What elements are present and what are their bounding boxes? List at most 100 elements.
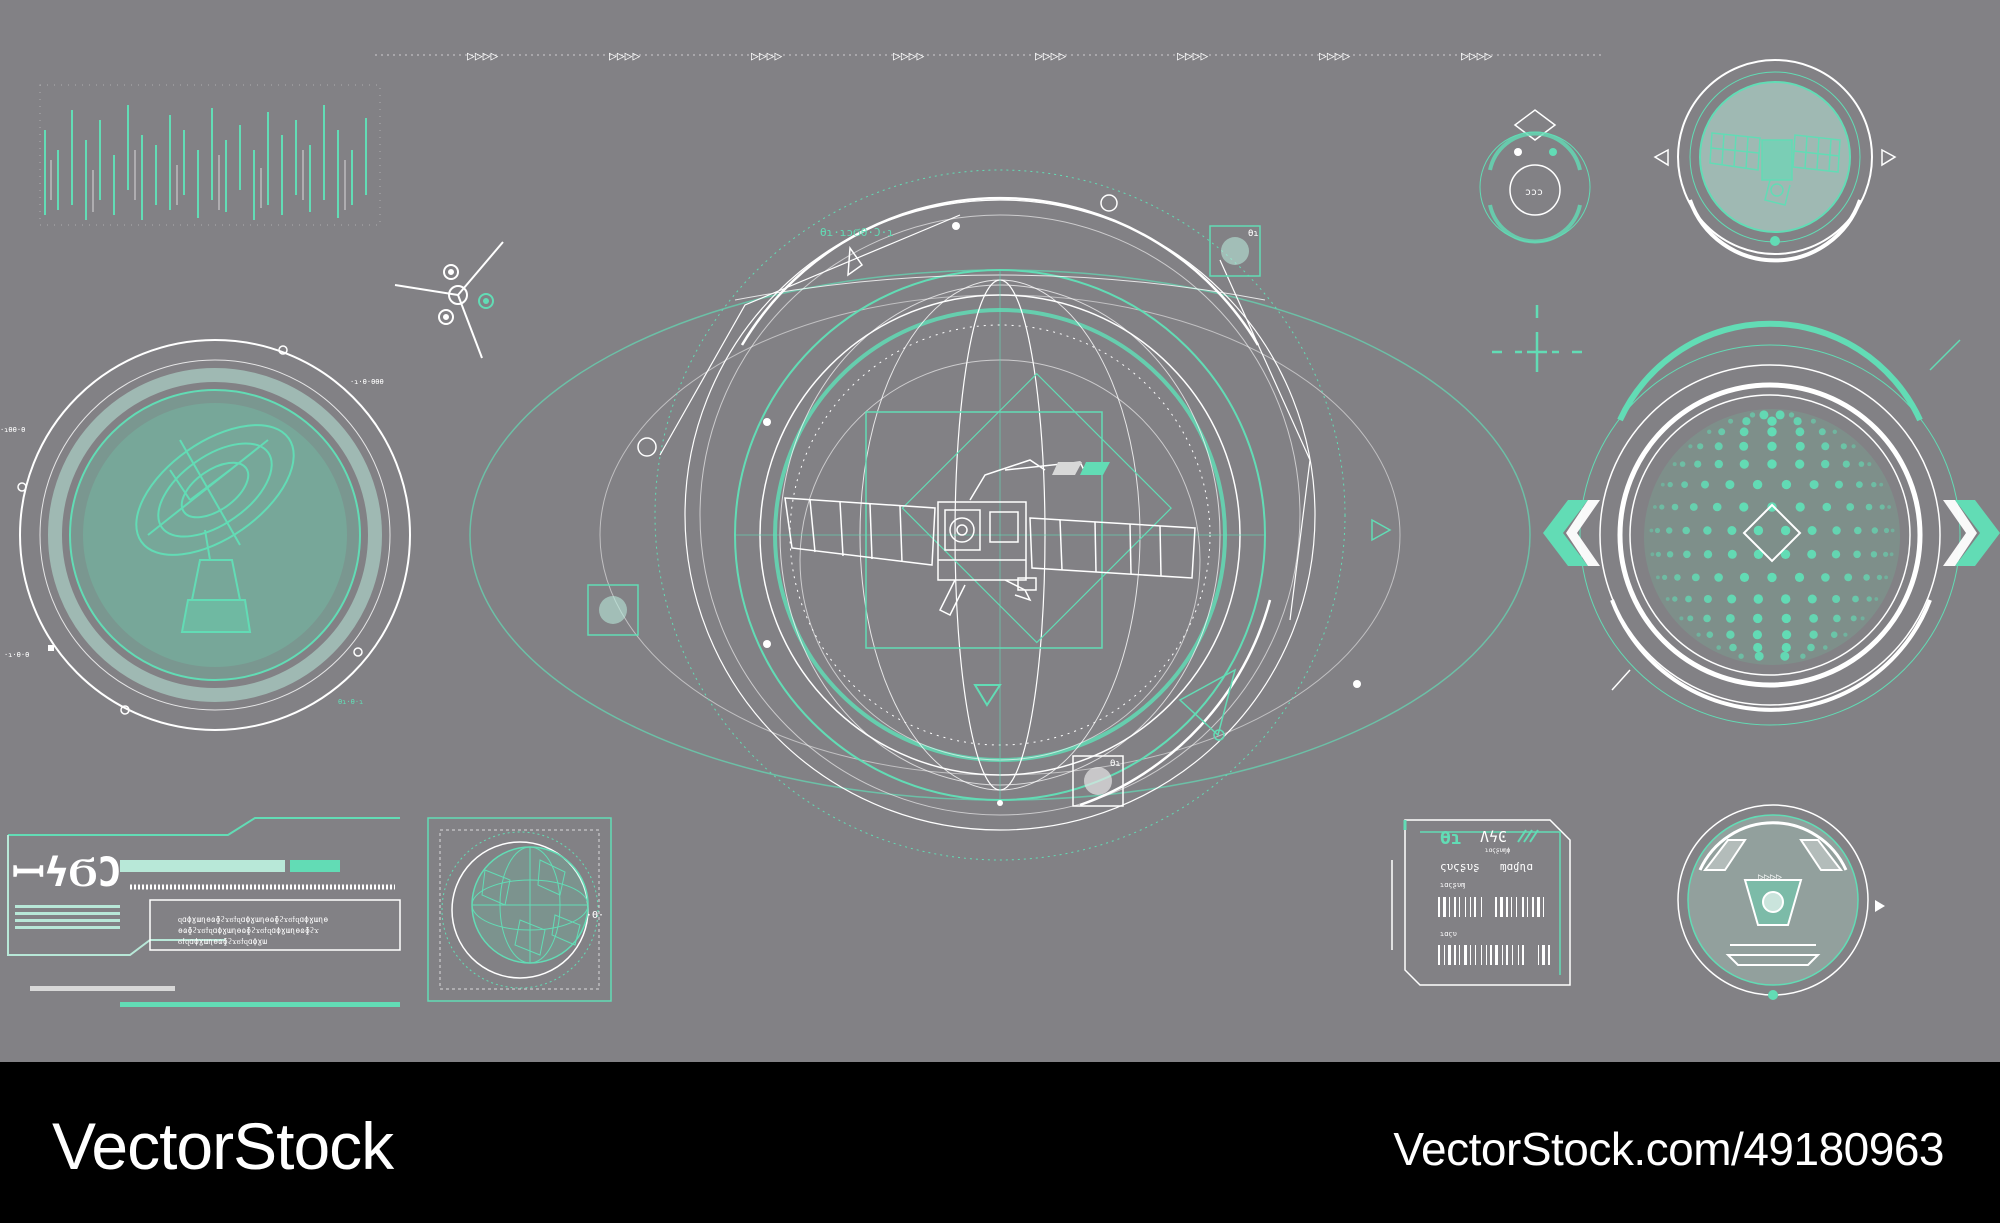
panel-text-line: ɋɑϕɣɯɳɵɷɸϩϫϭϯɋɑϕɣɯɳɵɷɸϩϫϭϯɋɑϕɣɯɳɵ [178,915,328,924]
barcode-bar [1511,897,1512,917]
barcode-bar [1500,897,1503,917]
sphere-dot [1654,527,1661,534]
sphere-dot [1753,594,1764,604]
sphere-dot [1667,481,1673,488]
sphere-dot [1660,482,1665,487]
stock-url[interactable]: VectorStock.com/49180963 [1393,1123,1944,1175]
sphere-dot [1807,643,1815,652]
sphere-dot [1739,502,1749,512]
sphere-dot [1781,479,1792,490]
chevron-right-icon [1943,500,2000,566]
sphere-dot [1780,549,1791,559]
card-header: ɅϟϾ [1480,828,1507,846]
satellite-disc [1653,59,1897,263]
sphere-dot [1883,551,1889,557]
chevron-icon: ▷▷▷▷ [467,49,498,64]
top-chevron-bar: ▷▷▷▷ ▷▷▷▷ ▷▷▷▷ ▷▷▷▷ ▷▷▷▷ ▷▷▷▷ ▷▷▷▷ ▷▷▷▷ [375,49,1605,64]
sphere-dot [1671,503,1679,511]
chevron-icon: ▷▷▷▷ [1461,49,1492,64]
sphere-dot [1889,552,1894,557]
sphere-dot [1665,597,1670,601]
sphere-dot [1879,504,1885,510]
sphere-dot [1844,573,1853,582]
barcode-bar [1538,945,1539,965]
barcode-bar [1512,945,1513,965]
panel-text-line: ϭϯɋɑϕɣɯɳɵɷɸϩϫϭϯɋɑϕɣɯ [178,937,267,946]
dotted-sphere-icon [1644,409,1900,665]
barcode-bar [1522,945,1524,965]
barcode-bar [1459,897,1460,917]
sphere-dot [1832,429,1838,434]
sphere-dot [1876,574,1882,581]
sphere-dot [1739,459,1749,469]
sphere-dot [1707,429,1712,434]
sphere-dot [1689,503,1698,511]
barcode-bar [1454,945,1456,965]
hud-graphics: ▷▷▷▷ ▷▷▷▷ ▷▷▷▷ ▷▷▷▷ ▷▷▷▷ ▷▷▷▷ ▷▷▷▷ ▷▷▷▷ [0,49,2000,1007]
signal-bars [39,84,381,226]
sphere-dot [1716,645,1721,650]
card-name: ɱɑɠɳɑ [1500,860,1533,873]
chevron-icon: ▷▷▷▷ [893,49,924,64]
sphere-dot [1788,412,1795,418]
sphere-dot [1767,441,1777,451]
sphere-dot [1795,502,1805,512]
sphere-dot [1703,550,1713,559]
brand-logo[interactable]: VectorStock [52,1109,394,1183]
sphere-dot [1842,460,1850,468]
radar-tag: ·ɿ·ϴ·ϴ [4,651,29,659]
sphere-dot [1679,461,1686,467]
sphere-dot [1807,594,1817,604]
sphere-dot [1863,574,1870,581]
sphere-dot [1687,615,1694,622]
satellite-icon [1709,132,1841,206]
barcode-bar [1495,897,1497,917]
barcode-bar [1449,897,1450,917]
sphere-dot [1649,528,1654,533]
sphere-dot [1795,459,1805,469]
sphere-dot [1714,459,1724,469]
sphere-dot [1795,427,1805,437]
sphere-dot [1656,575,1660,580]
barcode-bar [1518,945,1519,965]
hud-canvas: ▷▷▷▷ ▷▷▷▷ ▷▷▷▷ ▷▷▷▷ ▷▷▷▷ ▷▷▷▷ ▷▷▷▷ ▷▷▷▷ [0,0,2000,1062]
barcode-bar [1454,897,1456,917]
sphere-dot [1685,595,1692,603]
sphere-dot [1871,481,1877,488]
barcode-bar [1495,945,1498,965]
orbit-label: ϴɿ·ɿɔϬϴ·Ͻ·ɿ [820,226,894,239]
sphere-dot [1725,480,1735,490]
barcode-bar [1481,945,1482,965]
dial-small: ɔɔɔ [1479,109,1591,244]
sphere-dot [1739,427,1749,437]
barcode-bar [1532,897,1534,917]
sphere-dot [1739,572,1750,583]
barcode-bar [1438,945,1440,965]
sphere-dot [1852,595,1859,603]
barcode-bar [1548,945,1550,965]
sphere-dot [1781,594,1791,604]
sphere-dot [1703,614,1711,623]
sphere-dot [1701,480,1709,489]
sphere-dot [1835,480,1843,489]
sphere-dot [1821,442,1830,451]
sphere-dot [1718,428,1726,436]
barcode-bar [1543,897,1544,917]
chevron-icon: ▷▷▷▷ [1319,49,1350,64]
barcode-bar [1516,897,1517,917]
sphere-dot [1856,481,1863,488]
sphere-dot [1767,459,1777,469]
sphere-dot [1854,526,1862,535]
sphere-dot [1666,551,1674,558]
barcode-bar [1470,945,1471,965]
globe-tag: ·ϴ· [586,910,604,921]
sphere-dot [1672,462,1677,467]
sphere-dot [1655,551,1661,557]
sphere-dot [1832,526,1841,535]
tri-hex-icon [1702,839,1844,966]
card-header: ϴɿ [1440,828,1462,849]
card-small: ɿɑϛʂυɱ [1440,881,1465,889]
sphere-dot [1752,630,1762,640]
sphere-dot [1767,427,1777,437]
sphere-dot [1674,574,1681,581]
